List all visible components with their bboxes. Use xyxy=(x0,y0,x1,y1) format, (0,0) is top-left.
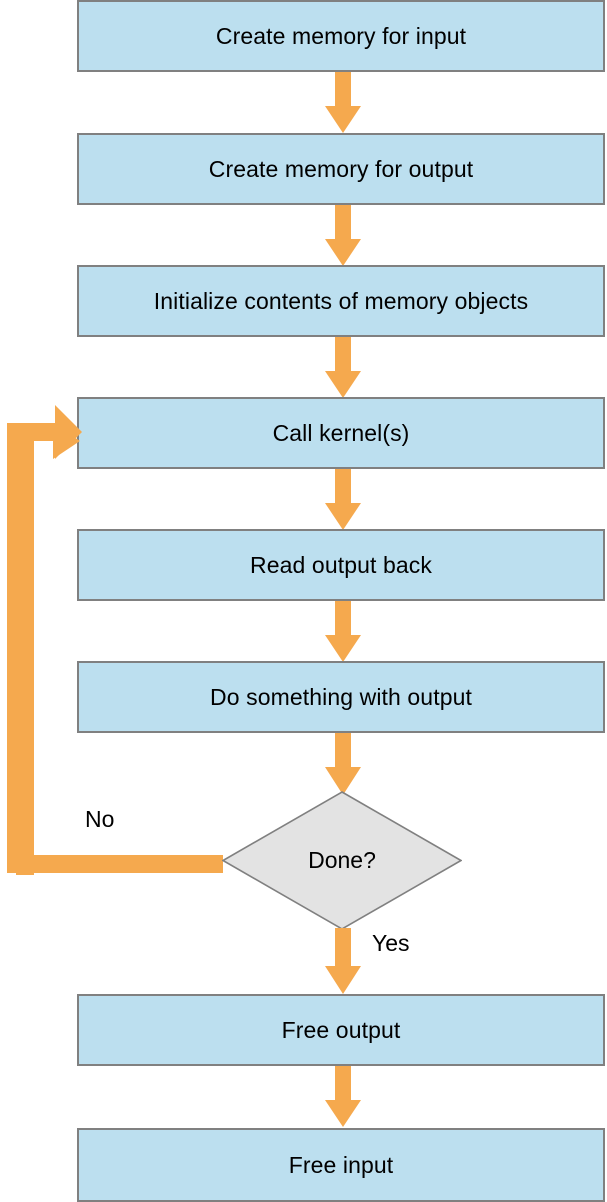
arrow-n4-n5-icon xyxy=(325,469,361,530)
process-node-initialize-contents[interactable]: Initialize contents of memory objects xyxy=(77,265,605,337)
process-node-free-output[interactable]: Free output xyxy=(77,994,605,1066)
node-label: Free input xyxy=(288,1151,394,1178)
arrow-n2-n3-icon xyxy=(325,205,361,266)
arrow-n1-n2-icon xyxy=(325,72,361,133)
node-label: Create memory for input xyxy=(215,22,467,49)
loop-edge-arrowhead-icon xyxy=(7,405,82,459)
arrow-n6-n7-icon xyxy=(325,733,361,795)
node-label: Call kernel(s) xyxy=(272,419,410,446)
process-node-create-memory-for-input[interactable]: Create memory for input xyxy=(77,0,605,72)
edge-label-yes: Yes xyxy=(372,930,410,956)
node-label: Initialize contents of memory objects xyxy=(153,287,529,314)
arrow-n8-n9-icon xyxy=(325,1066,361,1127)
arrow-n5-n6-icon xyxy=(325,601,361,662)
edge-label-no: No xyxy=(85,806,115,832)
arrow-n3-n4-icon xyxy=(325,337,361,398)
arrow-n7-n8-icon xyxy=(325,928,361,994)
node-label: Create memory for output xyxy=(208,155,474,182)
diamond-shape-icon xyxy=(221,791,463,930)
loop-edge-horizontal-segment xyxy=(7,855,223,873)
node-label: Free output xyxy=(281,1016,401,1043)
node-label: Read output back xyxy=(250,551,432,578)
loop-edge-vertical-segment xyxy=(7,441,25,873)
node-label: Do something with output xyxy=(210,683,472,710)
process-node-free-input[interactable]: Free input xyxy=(77,1128,605,1202)
process-node-call-kernels[interactable]: Call kernel(s) xyxy=(77,397,605,469)
loop-edge-no-to-call-kernels xyxy=(16,423,80,875)
process-node-do-something-with-output[interactable]: Do something with output xyxy=(77,661,605,733)
process-node-read-output-back[interactable]: Read output back xyxy=(77,529,605,601)
process-node-create-memory-for-output[interactable]: Create memory for output xyxy=(77,133,605,205)
decision-node-done[interactable]: Done? xyxy=(221,791,463,930)
